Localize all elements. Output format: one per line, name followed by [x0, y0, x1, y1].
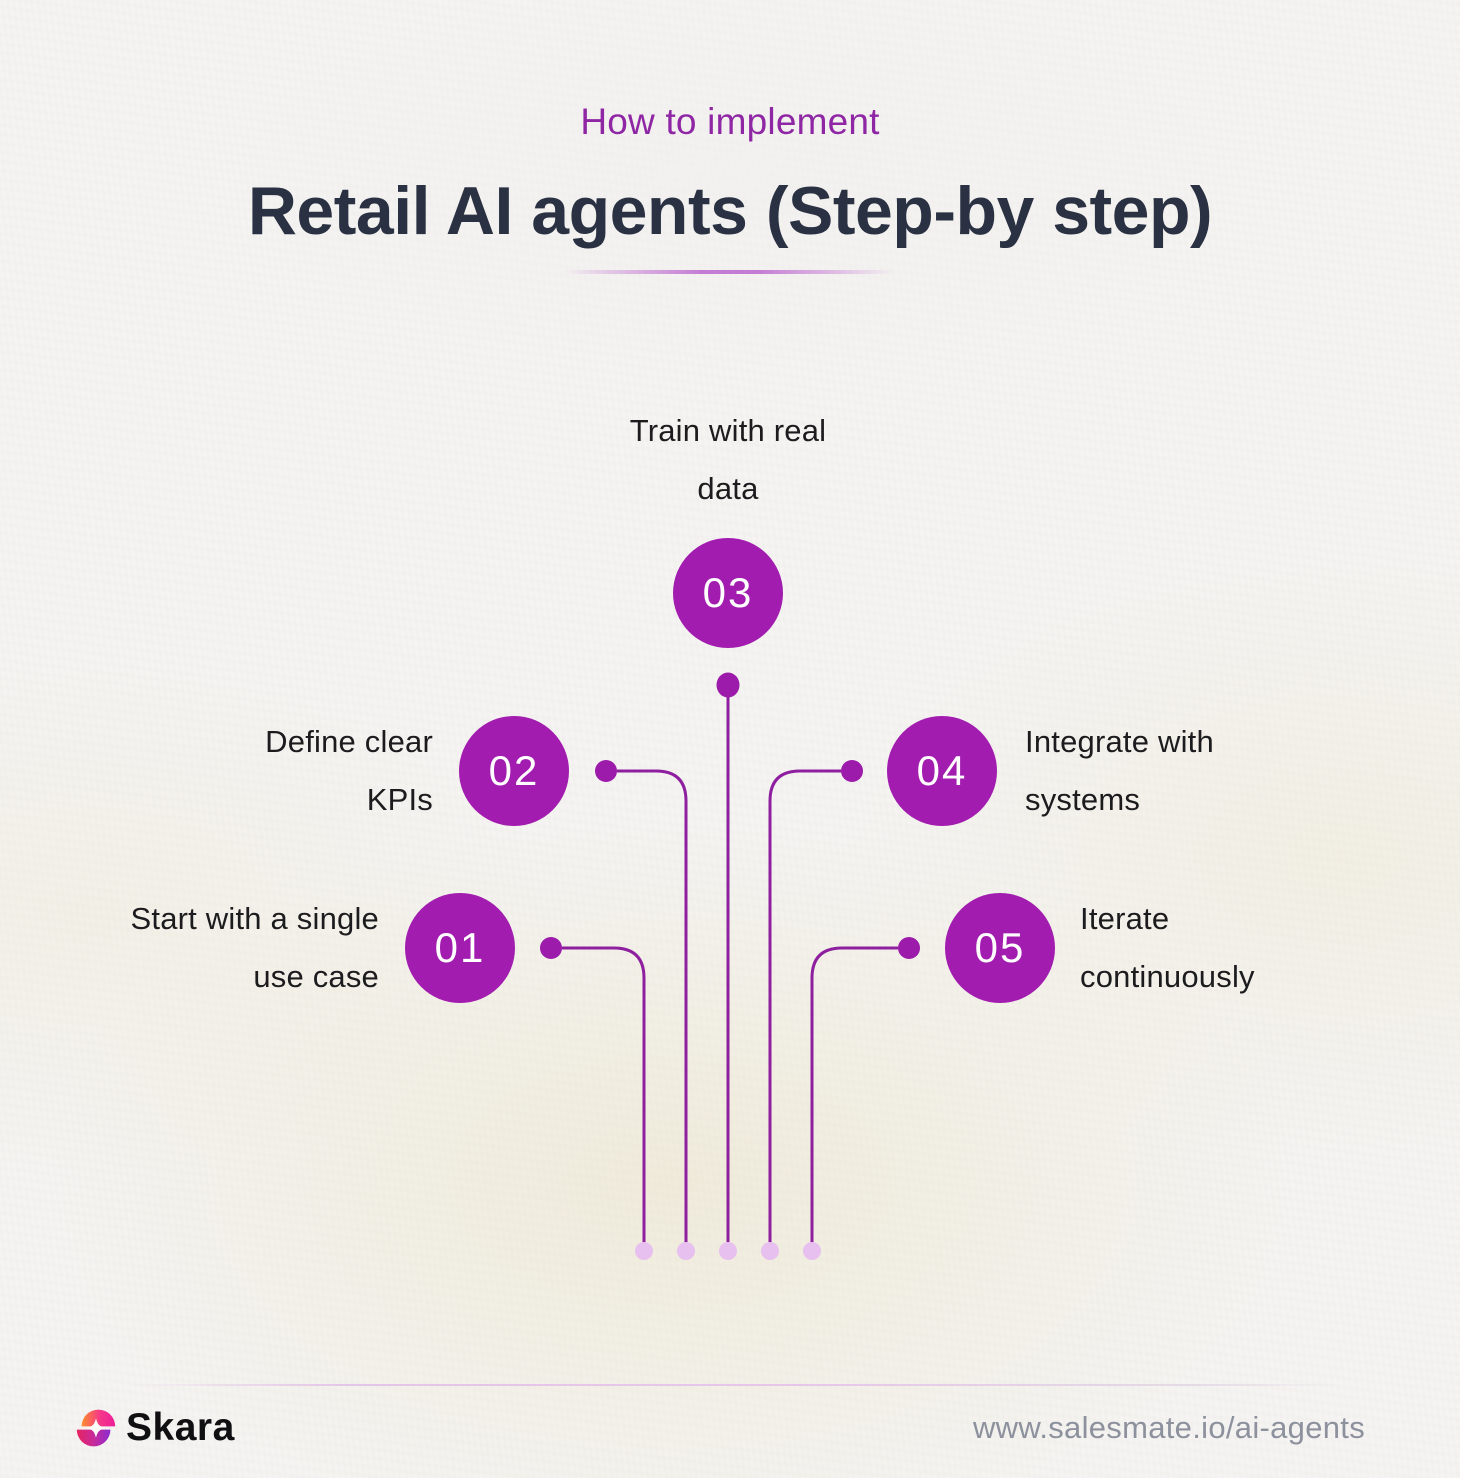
start-dot-step-02	[595, 760, 617, 782]
step-label-04-line-1: Integrate with	[1025, 724, 1214, 759]
step-number-03: 03	[702, 569, 754, 616]
step-label-02: Define clear KPIs	[133, 713, 433, 829]
step-label-02-line-1: Define clear	[265, 724, 433, 759]
step-circle-03: 03	[673, 538, 783, 648]
connector-path-step-05	[810, 946, 898, 1248]
step-label-01-line-2: use case	[253, 959, 379, 994]
footer-url: www.salesmate.io/ai-agents	[972, 1410, 1365, 1445]
step-label-04: Integrate with systems	[1025, 713, 1365, 829]
step-label-05-line-1: Iterate	[1080, 901, 1170, 936]
step-circle-01: 01	[405, 893, 515, 1003]
step-label-02-line-2: KPIs	[366, 782, 433, 817]
step-number-01: 01	[434, 924, 486, 971]
step-label-05: Iterate continuously	[1080, 890, 1420, 1006]
start-dot-step-05	[898, 937, 920, 959]
brand-lockup: Skara	[76, 1406, 235, 1450]
connector-path-step-04	[768, 769, 841, 1248]
end-dot-step-01	[635, 1242, 653, 1260]
step-number-05: 05	[974, 924, 1026, 971]
step-label-03-line-2: data	[697, 471, 759, 506]
page-title: Retail AI agents (Step-by step)	[247, 173, 1213, 249]
connector-paths	[562, 697, 898, 1248]
title-underline	[563, 270, 895, 274]
connector-end-dots	[635, 1242, 821, 1260]
step-label-01: Start with a single use case	[79, 890, 379, 1006]
connector-path-step-01	[562, 946, 646, 1248]
step-number-04: 04	[916, 747, 968, 794]
step-label-01-line-1: Start with a single	[130, 901, 379, 936]
connector-path-step-02	[617, 769, 688, 1248]
footer-divider	[128, 1384, 1343, 1386]
brand-name: Skara	[126, 1406, 235, 1449]
step-circle-02: 02	[459, 716, 569, 826]
start-dot-step-01	[540, 937, 562, 959]
kicker-text: How to implement	[580, 101, 880, 142]
step-label-04-line-2: systems	[1025, 782, 1141, 817]
step-label-05-line-2: continuously	[1080, 959, 1255, 994]
skara-logo-icon	[76, 1409, 116, 1447]
step-circle-05: 05	[945, 893, 1055, 1003]
end-dot-step-04	[761, 1242, 779, 1260]
connector-start-dots	[540, 672, 920, 959]
step-number-02: 02	[488, 747, 540, 794]
end-dot-step-02	[677, 1242, 695, 1260]
end-dot-step-05	[803, 1242, 821, 1260]
step-label-03: Train with real data	[528, 402, 928, 518]
start-dot-step-04	[841, 760, 863, 782]
step-label-03-line-1: Train with real	[629, 413, 827, 448]
step-circle-04: 04	[887, 716, 997, 826]
end-dot-step-03	[719, 1242, 737, 1260]
start-dot-step-03	[716, 672, 740, 698]
